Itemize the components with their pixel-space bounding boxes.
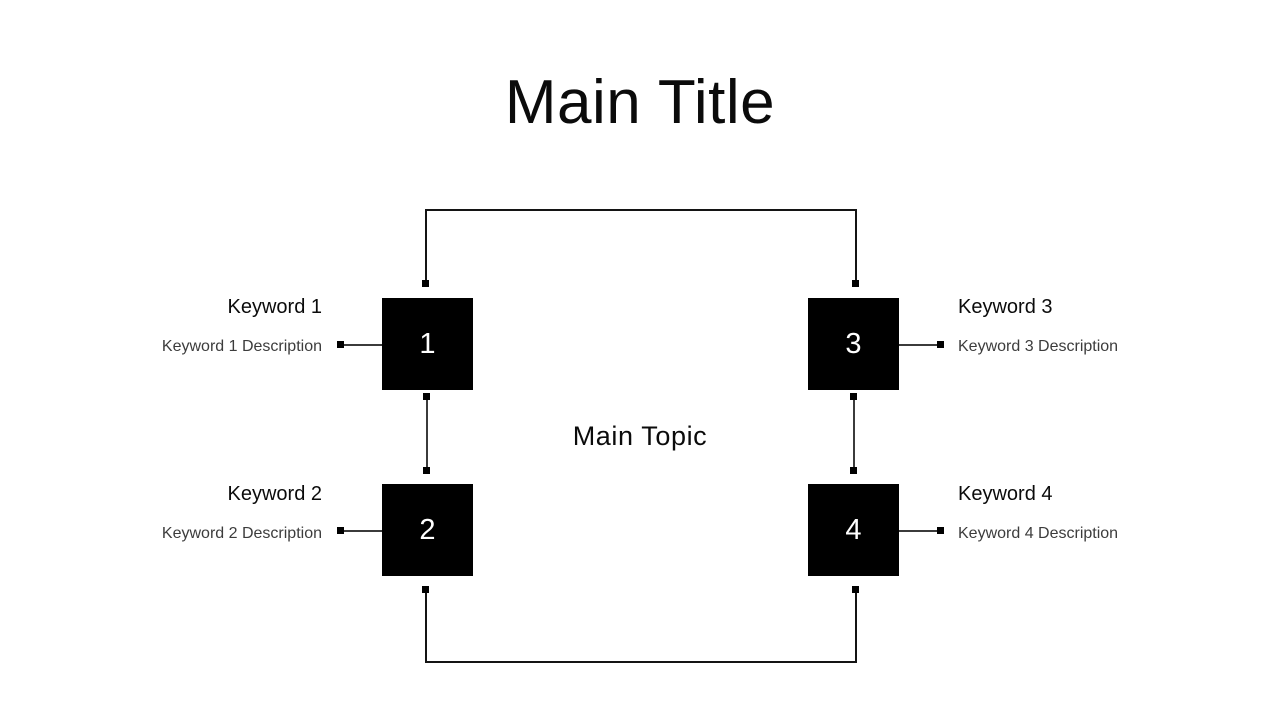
keyword-block-2: Keyword 2 Keyword 2 Description bbox=[62, 481, 322, 545]
keyword-block-3: Keyword 3 Keyword 3 Description bbox=[958, 294, 1218, 358]
connector-endpoint-dot-top-left bbox=[422, 280, 429, 287]
node-number-2: 2 bbox=[419, 513, 436, 546]
leader-dot-node-3 bbox=[937, 341, 944, 348]
keyword-title-3: Keyword 3 bbox=[958, 296, 1053, 318]
connector-top-horizontal bbox=[425, 209, 857, 211]
connector-dot-right-upper bbox=[850, 393, 857, 400]
connector-right-vertical bbox=[853, 396, 855, 472]
node-number-3: 3 bbox=[845, 327, 862, 360]
keyword-description-2: Keyword 2 Description bbox=[161, 525, 322, 542]
leader-line-node-2 bbox=[340, 530, 382, 532]
keyword-title-2: Keyword 2 bbox=[227, 483, 323, 505]
connector-endpoint-dot-top-right bbox=[852, 280, 859, 287]
node-box-1[interactable]: 1 bbox=[382, 298, 473, 390]
leader-dot-node-1 bbox=[337, 341, 344, 348]
node-box-4[interactable]: 4 bbox=[808, 484, 899, 576]
connector-dot-left-upper bbox=[423, 393, 430, 400]
connector-dot-right-lower bbox=[850, 467, 857, 474]
leader-line-node-1 bbox=[340, 344, 382, 346]
keyword-description-3: Keyword 3 Description bbox=[958, 338, 1119, 355]
leader-dot-node-2 bbox=[337, 527, 344, 534]
keyword-title-4: Keyword 4 bbox=[958, 483, 1053, 505]
keyword-description-1: Keyword 1 Description bbox=[161, 338, 322, 355]
page-title: Main Title bbox=[504, 68, 776, 137]
node-number-1: 1 bbox=[419, 327, 436, 360]
connector-bottom-right-vertical bbox=[855, 590, 857, 663]
keyword-block-4: Keyword 4 Keyword 4 Description bbox=[958, 481, 1218, 545]
connector-top-left-vertical bbox=[425, 209, 427, 285]
connector-dot-left-lower bbox=[423, 467, 430, 474]
connector-top-right-vertical bbox=[855, 209, 857, 285]
connector-bottom-horizontal bbox=[425, 661, 857, 663]
leader-line-node-3 bbox=[899, 344, 941, 346]
connector-bottom-left-vertical bbox=[425, 590, 427, 663]
node-box-2[interactable]: 2 bbox=[382, 484, 473, 576]
node-number-4: 4 bbox=[845, 513, 862, 546]
keyword-block-1: Keyword 1 Keyword 1 Description bbox=[62, 294, 322, 358]
keyword-title-1: Keyword 1 bbox=[227, 296, 323, 318]
connector-endpoint-dot-bottom-right bbox=[852, 586, 859, 593]
keyword-description-4: Keyword 4 Description bbox=[958, 525, 1119, 542]
connector-endpoint-dot-bottom-left bbox=[422, 586, 429, 593]
connector-left-vertical bbox=[426, 396, 428, 472]
center-topic-label: Main Topic bbox=[572, 421, 708, 451]
leader-line-node-4 bbox=[899, 530, 941, 532]
node-box-3[interactable]: 3 bbox=[808, 298, 899, 390]
leader-dot-node-4 bbox=[937, 527, 944, 534]
